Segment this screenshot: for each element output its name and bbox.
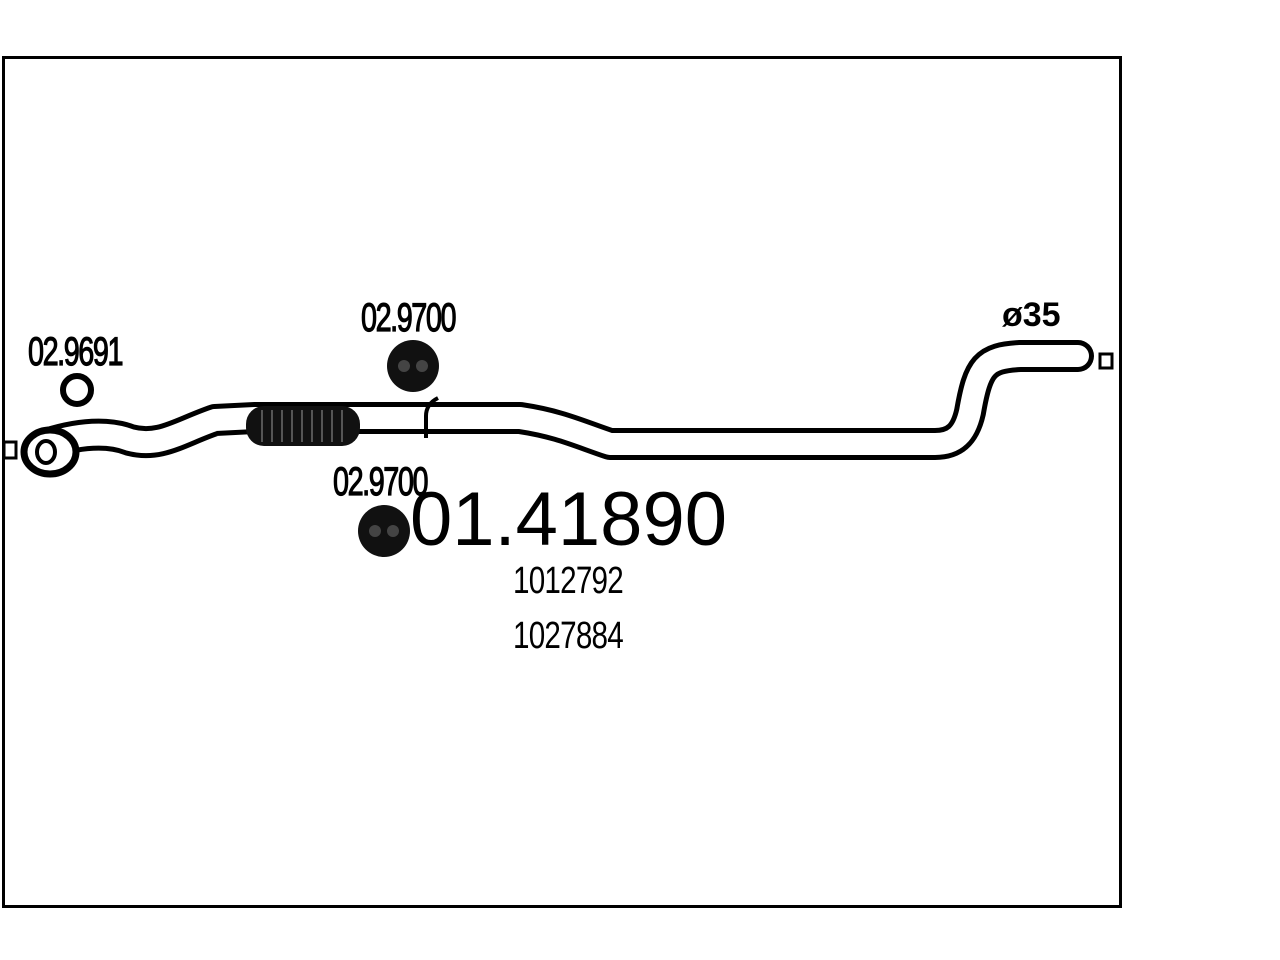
outlet-connector	[1098, 352, 1114, 370]
component-code-hanger-top: 02.9700	[361, 295, 457, 340]
outlet-diameter-label: ø35	[1002, 296, 1061, 334]
oem-number-2: 1027884	[513, 615, 624, 657]
oem-number-1: 1012792	[513, 560, 624, 602]
component-code-hanger-bottom: 02.9700	[333, 459, 429, 504]
drawing-frame	[2, 56, 1122, 908]
rubber-hanger-icon-bottom	[358, 505, 410, 557]
inlet-connector	[2, 440, 18, 460]
gasket-ring-icon	[60, 373, 94, 407]
component-code-gasket: 02.9691	[28, 329, 124, 374]
main-part-number: 01.41890	[410, 477, 727, 562]
flex-section-ribs	[261, 410, 343, 442]
rubber-hanger-icon-top	[387, 340, 439, 392]
inlet-flange-hole	[35, 439, 57, 465]
hanger-hook	[424, 396, 439, 438]
pipe-inner	[29, 345, 1089, 457]
